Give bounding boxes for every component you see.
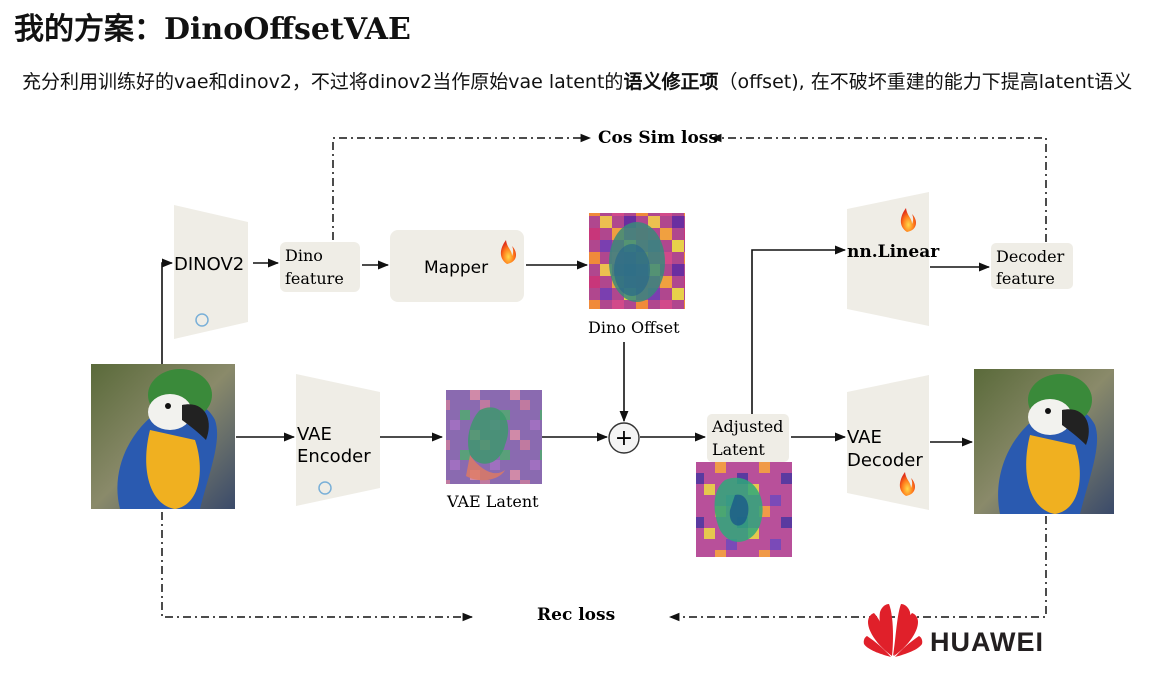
input-image [91, 364, 235, 509]
mapper-label: Mapper [424, 258, 488, 278]
dinov2-block: DINOV2 [174, 205, 248, 339]
huawei-petals-icon [863, 604, 923, 657]
rec-loss-line-left [161, 512, 474, 622]
subtitle-prefix: 充分利用训练好的vae和dinov2，不过将dinov2当作原始vae late… [22, 71, 624, 93]
arrow-image-to-dinov2 [161, 258, 174, 364]
vae-decoder-block: VAE Decoder [847, 375, 929, 510]
add-node: + [608, 422, 640, 454]
flame-icon [899, 472, 916, 496]
flow-arrows [161, 245, 991, 447]
rec-loss-label: Rec loss [537, 605, 615, 625]
arrow-adjusted-to-linear [751, 245, 847, 414]
loss-lines [161, 133, 1047, 622]
subtitle-suffix: （offset), 在不破坏重建的能力下提高latent语义 [718, 71, 1133, 93]
dino-offset-image: Dino Offset [588, 213, 685, 337]
dino-feature-label-1: Dino [285, 246, 323, 265]
dino-feature-label-2: feature [285, 269, 344, 288]
dino-offset-label: Dino Offset [588, 318, 680, 337]
subtitle-bold: 语义修正项 [623, 71, 719, 93]
cos-loss-line-right [710, 133, 1047, 242]
adjusted-latent-image [696, 462, 792, 557]
adjusted-latent-block: Adjusted Latent [707, 414, 789, 462]
flame-icon [900, 208, 917, 232]
vae-encoder-block: VAE Encoder [296, 374, 380, 506]
vae-encoder-label-1: VAE [297, 424, 332, 445]
dinov2-label: DINOV2 [174, 254, 244, 275]
mapper-block: Mapper [390, 230, 524, 302]
page-title: 我的方案：DinoOffsetVAE [14, 12, 411, 47]
nn-linear-block: nn.Linear [847, 192, 940, 326]
plus-label: + [615, 426, 633, 451]
vae-decoder-label-1: VAE [847, 427, 882, 448]
nn-linear-label: nn.Linear [847, 242, 940, 262]
page-subtitle: 充分利用训练好的vae和dinov2，不过将dinov2当作原始vae late… [22, 70, 1147, 95]
adjusted-latent-label-1: Adjusted [711, 417, 783, 436]
vae-latent-image: VAE Latent [446, 390, 542, 511]
adjusted-latent-label-2: Latent [712, 440, 765, 459]
cos-loss-line-left [332, 133, 592, 240]
dino-feature-block: Dino feature [280, 242, 360, 292]
snowflake-icon [195, 313, 209, 327]
snowflake-icon [318, 481, 332, 495]
output-image [974, 369, 1114, 514]
cos-sim-loss-label: Cos Sim loss [598, 128, 718, 148]
decoder-feature-label-1: Decoder [996, 247, 1065, 266]
flame-icon [500, 240, 517, 264]
decoder-feature-label-2: feature [996, 269, 1055, 288]
huawei-logo-text: HUAWEI [930, 627, 1044, 657]
vae-encoder-label-2: Encoder [297, 446, 371, 467]
huawei-logo: HUAWEI [863, 604, 1044, 657]
decoder-feature-block: Decoder feature [991, 243, 1073, 289]
vae-latent-label: VAE Latent [446, 492, 539, 511]
vae-decoder-label-2: Decoder [847, 450, 923, 471]
